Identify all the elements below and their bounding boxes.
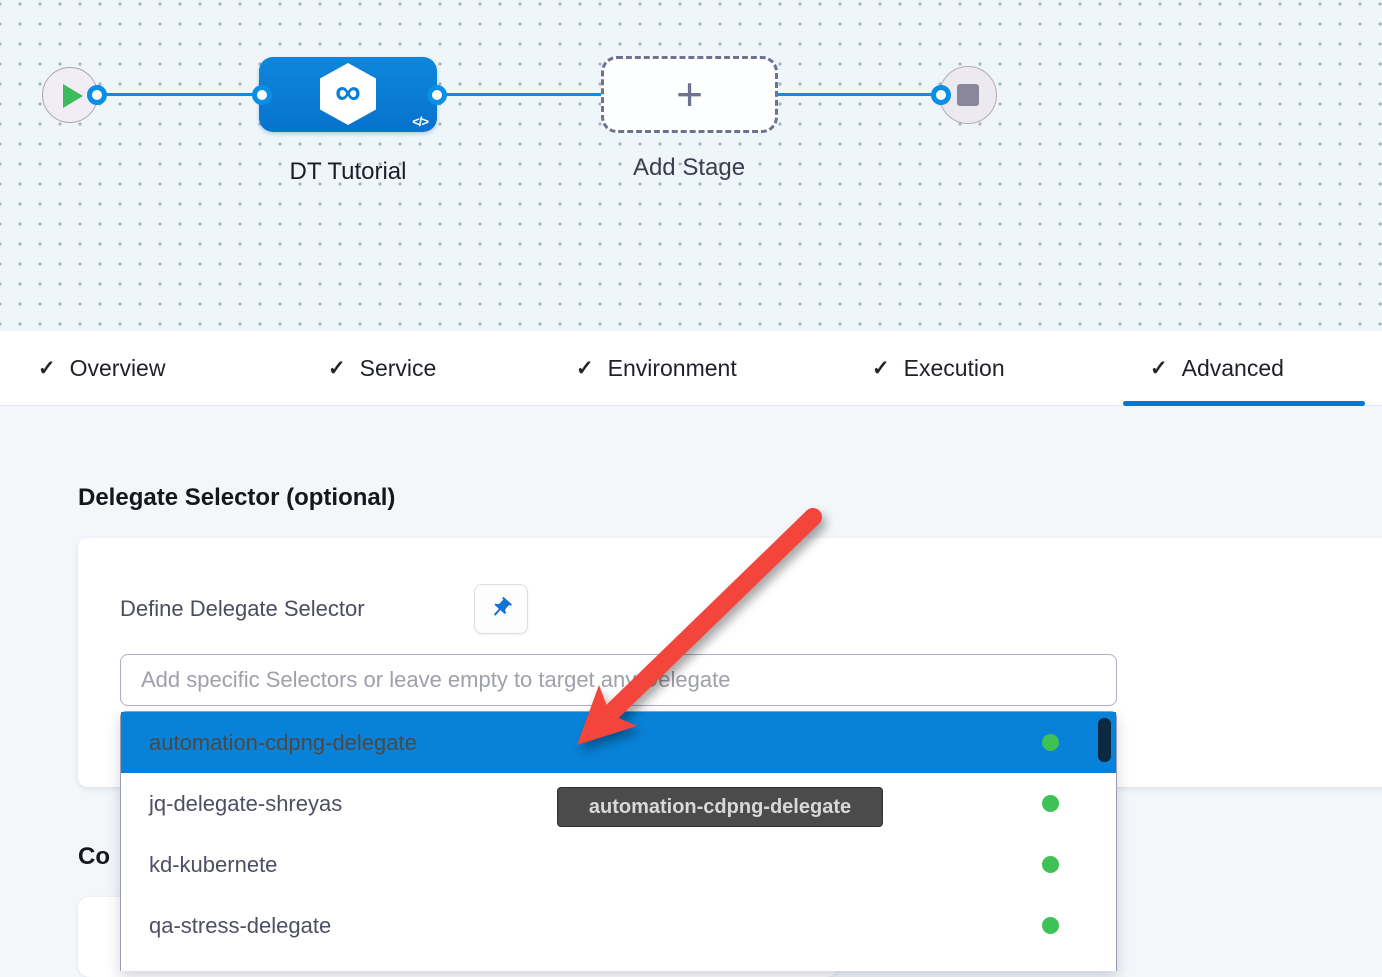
active-tab-underline: [1123, 401, 1365, 406]
stage-label: DT Tutorial: [289, 158, 407, 185]
pipeline-canvas[interactable]: ∞ </> DT Tutorial + Add Stage: [0, 0, 1382, 331]
check-icon: ✓: [1150, 356, 1168, 380]
add-stage-label: Add Stage: [632, 154, 746, 181]
tab-label: Environment: [607, 354, 737, 381]
stage-tabbar: ✓ Overview ✓ Service ✓ Environment ✓ Exe…: [0, 331, 1382, 406]
check-icon: ✓: [328, 356, 346, 380]
status-dot: [1042, 917, 1059, 934]
tab-label: Advanced: [1181, 354, 1284, 381]
delegate-tooltip: automation-cdpng-delegate: [557, 787, 883, 827]
pin-button[interactable]: [474, 584, 528, 634]
status-dot: [1042, 795, 1059, 812]
check-icon: ✓: [38, 356, 56, 380]
delegate-selector-heading: Delegate Selector (optional): [78, 484, 396, 511]
port-stage-out[interactable]: [427, 85, 447, 105]
status-dot: [1042, 856, 1059, 873]
pin-icon: [489, 596, 513, 623]
dropdown-item-kd-kubernete[interactable]: kd-kubernete: [121, 834, 1116, 895]
tab-label: Overview: [69, 354, 166, 381]
check-icon: ✓: [872, 356, 890, 380]
tab-service[interactable]: ✓ Service: [328, 331, 436, 405]
check-icon: ✓: [576, 356, 594, 380]
stop-icon: [957, 84, 979, 106]
port-stage-in[interactable]: [252, 85, 272, 105]
dropdown-item-automation-cdpng-delegate[interactable]: automation-cdpng-delegate: [121, 712, 1116, 773]
dropdown-item-label: qa-stress-delegate: [149, 912, 332, 938]
harness-stage-icon: ∞: [320, 63, 376, 125]
plus-icon: +: [676, 68, 703, 121]
dropdown-item-label: kd-kubernete: [149, 851, 278, 877]
delegate-dropdown: automation-cdpng-delegate jq-delegate-sh…: [120, 711, 1117, 971]
port-end-in[interactable]: [931, 85, 951, 105]
edge-addstage-to-end: [778, 93, 944, 96]
tab-label: Execution: [903, 354, 1005, 381]
port-start-out[interactable]: [87, 85, 107, 105]
edge-start-to-stage: [97, 93, 265, 96]
dropdown-item-label: jq-delegate-shreyas: [149, 790, 343, 816]
dropdown-item-qa-stress-delegate[interactable]: qa-stress-delegate: [121, 895, 1116, 956]
conditional-heading-partial: Co: [78, 843, 110, 870]
add-stage-button[interactable]: +: [601, 56, 778, 133]
tab-overview[interactable]: ✓ Overview: [38, 331, 165, 405]
tab-execution[interactable]: ✓ Execution: [872, 331, 1005, 405]
code-icon: </>: [412, 114, 429, 129]
play-icon: [63, 84, 83, 108]
dropdown-scrollbar-thumb[interactable]: [1098, 718, 1111, 762]
dropdown-item-jq-delegate-shreyas[interactable]: jq-delegate-shreyas: [121, 773, 1116, 834]
tab-environment[interactable]: ✓ Environment: [576, 331, 737, 405]
tab-label: Service: [359, 354, 437, 381]
edge-stage-to-addstage: [437, 93, 605, 96]
status-dot: [1042, 734, 1059, 751]
stage-node-dt-tutorial[interactable]: ∞ </>: [259, 57, 437, 132]
delegate-selector-input[interactable]: [120, 654, 1117, 706]
dropdown-item-label: automation-cdpng-delegate: [149, 729, 417, 755]
tab-advanced[interactable]: ✓ Advanced: [1150, 331, 1284, 405]
define-delegate-selector-label: Define Delegate Selector: [120, 596, 365, 621]
